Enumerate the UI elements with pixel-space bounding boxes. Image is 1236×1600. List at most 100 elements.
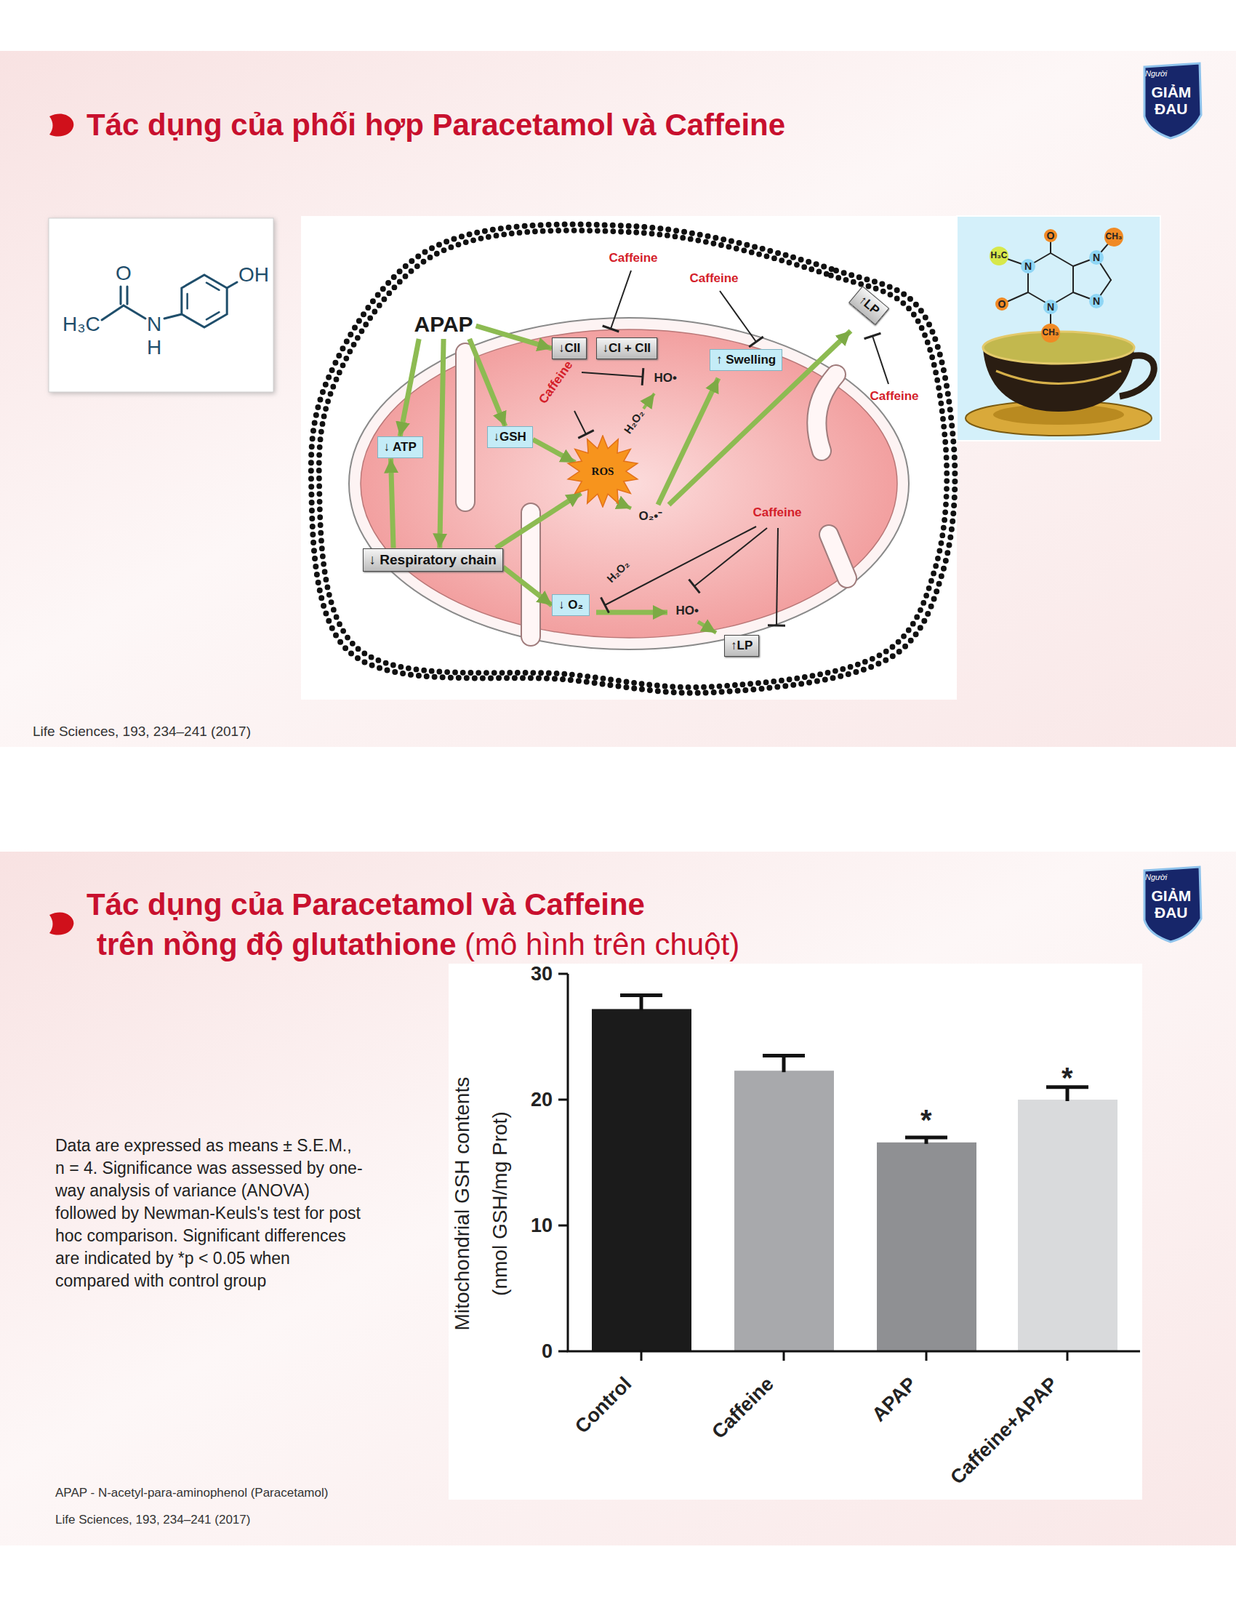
inhibition-bar xyxy=(641,367,644,386)
inhibition-bar xyxy=(578,430,594,439)
axis-tick xyxy=(558,1350,568,1353)
node-label: ROS xyxy=(591,464,615,478)
burst-node: ROS xyxy=(566,434,640,508)
atom-dot xyxy=(995,297,1009,311)
inhibitor-label: Caffeine xyxy=(535,358,576,407)
logo-text: Người xyxy=(1145,872,1167,882)
crista-outline xyxy=(455,352,476,502)
crista-outline xyxy=(816,374,837,451)
error-bar xyxy=(639,994,644,1010)
chemical-bond xyxy=(1072,266,1074,293)
atom-label: N xyxy=(1024,260,1032,272)
atom-dot xyxy=(1041,323,1061,343)
node-label: ↓ Respiratory chain xyxy=(369,551,497,569)
crista-outline xyxy=(828,534,848,579)
citation: Life Sciences, 193, 234–241 (2017) xyxy=(32,723,251,740)
process-box: ↓GSH xyxy=(487,426,533,448)
atom-dot xyxy=(1104,227,1124,247)
atom-dot xyxy=(1089,293,1104,309)
atom-label: O xyxy=(998,298,1007,310)
chemical-bond xyxy=(123,305,146,319)
logo-text: ĐAU xyxy=(1154,100,1189,118)
significance-mark: * xyxy=(1061,1060,1074,1095)
species-label: H₂O₂ xyxy=(621,406,648,435)
title-bullet xyxy=(49,911,74,935)
title-bullet xyxy=(49,113,74,136)
mitochondrion-matrix xyxy=(360,329,898,638)
inhibition-line xyxy=(610,270,632,329)
logo-shield xyxy=(1144,63,1202,139)
benzene-ring xyxy=(181,274,227,328)
logo-text: ĐAU xyxy=(1154,903,1189,922)
error-cap xyxy=(905,1134,948,1139)
slide-subtitle: (mô hình trên chuột) xyxy=(464,927,740,962)
atom-label: CH₃ xyxy=(1042,327,1060,339)
chemical-bond xyxy=(206,282,220,291)
text-node: APAP xyxy=(411,309,477,339)
inhibition-line xyxy=(872,335,889,384)
chemical-bond xyxy=(101,305,124,320)
burst-outline xyxy=(567,435,638,507)
chart-axis xyxy=(567,973,1141,1351)
node-label: ↓GSH xyxy=(493,429,527,445)
category-label: Control xyxy=(570,1371,637,1438)
atom-label: OH xyxy=(238,263,270,287)
diagram-panel xyxy=(301,215,957,700)
process-box: ↑LP xyxy=(848,285,890,325)
process-box: ↓ ATP xyxy=(377,436,424,459)
footnote: APAP - N-acetyl-para-aminophenol (Parace… xyxy=(55,1485,328,1500)
axis-tick xyxy=(558,1224,568,1227)
inhibition-bar xyxy=(689,579,701,594)
axis-tick xyxy=(925,1350,928,1361)
connector-arrow xyxy=(439,338,444,549)
node-label: ↑ Swelling xyxy=(716,352,776,368)
node-label: ↓ O₂ xyxy=(558,597,584,613)
axis-tick-label: 10 xyxy=(530,1214,553,1237)
axis-tick xyxy=(558,1098,568,1101)
chemical-bond xyxy=(1050,253,1074,267)
chemical-bond xyxy=(119,286,123,304)
inhibitor-label: Caffeine xyxy=(609,250,658,266)
connector-arrow xyxy=(532,439,576,463)
connector-arrow xyxy=(503,567,552,605)
cell-membrane xyxy=(311,224,956,693)
cup-decoration xyxy=(996,370,1122,384)
connector-arrow xyxy=(391,458,395,548)
species-label: HO• xyxy=(676,603,699,618)
atom-dot xyxy=(1043,299,1058,315)
process-box: ↓ Respiratory chain xyxy=(362,548,504,573)
inhibition-bar xyxy=(600,596,609,613)
logo-shield xyxy=(1144,866,1202,942)
node-label: ↑LP xyxy=(730,638,753,653)
chemical-bond xyxy=(186,293,189,309)
data-bar xyxy=(876,1142,977,1351)
species-label: HO• xyxy=(654,370,677,386)
inhibitor-label: Caffeine xyxy=(753,505,802,520)
data-bar xyxy=(591,1008,692,1351)
axis-title: (nmol GSH/mg Prot) xyxy=(488,1110,512,1296)
connector-arrow xyxy=(469,338,506,427)
note-text: Data are expressed as means ± S.E.M., n … xyxy=(55,1134,365,1292)
data-bar xyxy=(1017,1099,1118,1351)
crista xyxy=(828,534,848,579)
logo-text: GIẢM xyxy=(1151,83,1192,102)
connector-arrow xyxy=(399,338,419,437)
axis-title: Mitochondrial GSH contents xyxy=(450,1076,475,1331)
error-cap xyxy=(620,993,663,997)
inhibition-line xyxy=(776,527,778,626)
atom-dot xyxy=(1089,250,1104,265)
node-label: ↓CII xyxy=(558,340,581,356)
inhibition-line xyxy=(719,290,757,342)
node-label: ↑LP xyxy=(855,293,882,319)
chemical-bond xyxy=(164,314,182,319)
atom-label: H₃C xyxy=(62,312,101,336)
logo-badge xyxy=(1144,866,1202,942)
error-bar xyxy=(782,1054,786,1072)
slide-background xyxy=(0,851,1236,1545)
atom-label: O xyxy=(115,261,132,286)
atom-dot xyxy=(1020,258,1036,274)
caffeine-picture xyxy=(956,215,1161,441)
cell-membrane xyxy=(319,230,947,688)
process-box: ↑ Swelling xyxy=(709,348,783,371)
